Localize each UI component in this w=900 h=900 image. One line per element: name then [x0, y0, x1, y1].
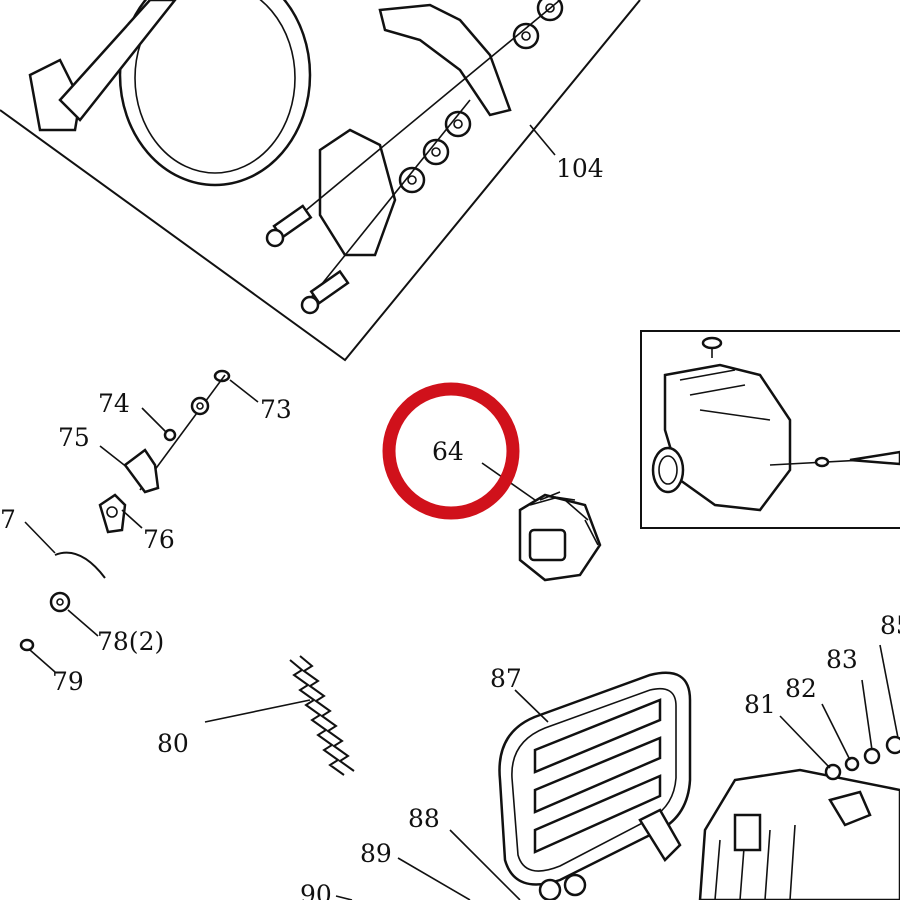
highlight-circle: [382, 382, 520, 520]
callout-64: 64: [432, 437, 464, 466]
callout-77: 7: [0, 505, 16, 534]
callout-73: 73: [260, 395, 292, 424]
callout-89: 89: [360, 839, 392, 868]
callout-104: 104: [556, 154, 604, 183]
callout-78: 78(2): [97, 627, 164, 656]
cap-part: [481, 462, 602, 582]
callout-83: 83: [826, 645, 858, 674]
callout-79: 79: [52, 667, 84, 696]
inset-tank-panel: [640, 330, 900, 529]
callout-81: 81: [744, 690, 776, 719]
callout-80: 80: [157, 729, 189, 758]
small-parts-group: [19, 369, 259, 673]
callout-90: 90: [300, 880, 332, 900]
lower-leaders: [335, 829, 587, 900]
callout-85: 85: [880, 611, 900, 640]
callout-76: 76: [143, 525, 175, 554]
callout-88: 88: [408, 804, 440, 833]
handle-part: [498, 671, 692, 886]
callout-75: 75: [58, 423, 90, 452]
callout-74: 74: [98, 389, 130, 418]
engine-housing: [638, 644, 900, 900]
callout-87: 87: [490, 664, 522, 693]
callout-82: 82: [785, 674, 817, 703]
brake-band-panel: [0, 0, 641, 362]
washer-stack: [398, 0, 564, 194]
spring-part: [204, 655, 355, 776]
